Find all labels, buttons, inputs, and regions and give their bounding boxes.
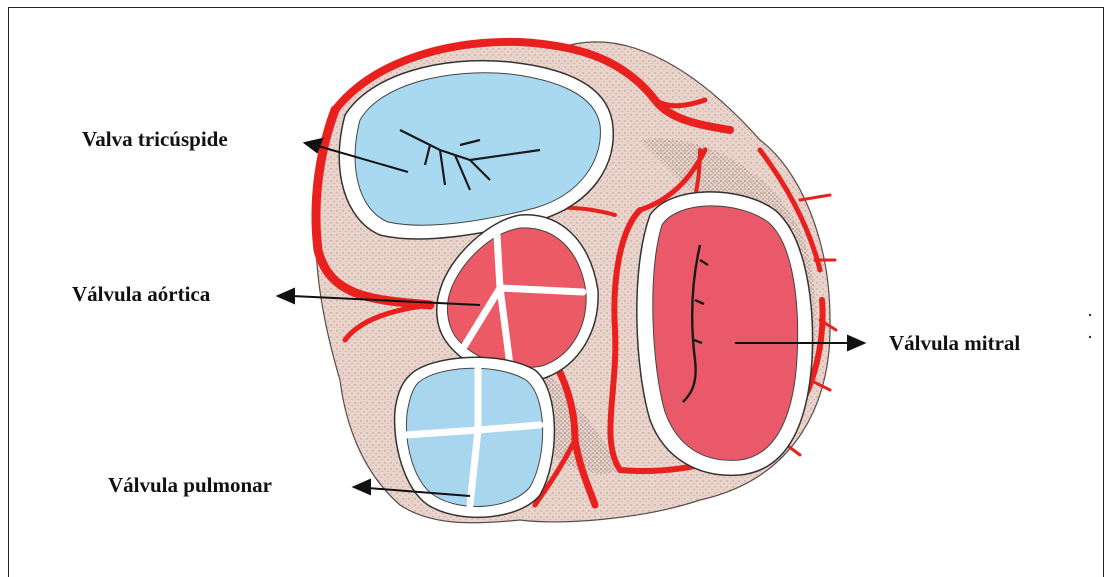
label-pulmonary-valve: Válvula pulmonar [108, 473, 272, 498]
label-tricuspid-valve: Valva tricúspide [82, 127, 228, 152]
label-mitral-valve: Válvula mitral [889, 331, 1020, 356]
stray-dots [1088, 312, 1092, 342]
label-aortic-valve: Válvula aórtica [72, 282, 210, 307]
mitral-valve-leaflets [653, 206, 798, 461]
